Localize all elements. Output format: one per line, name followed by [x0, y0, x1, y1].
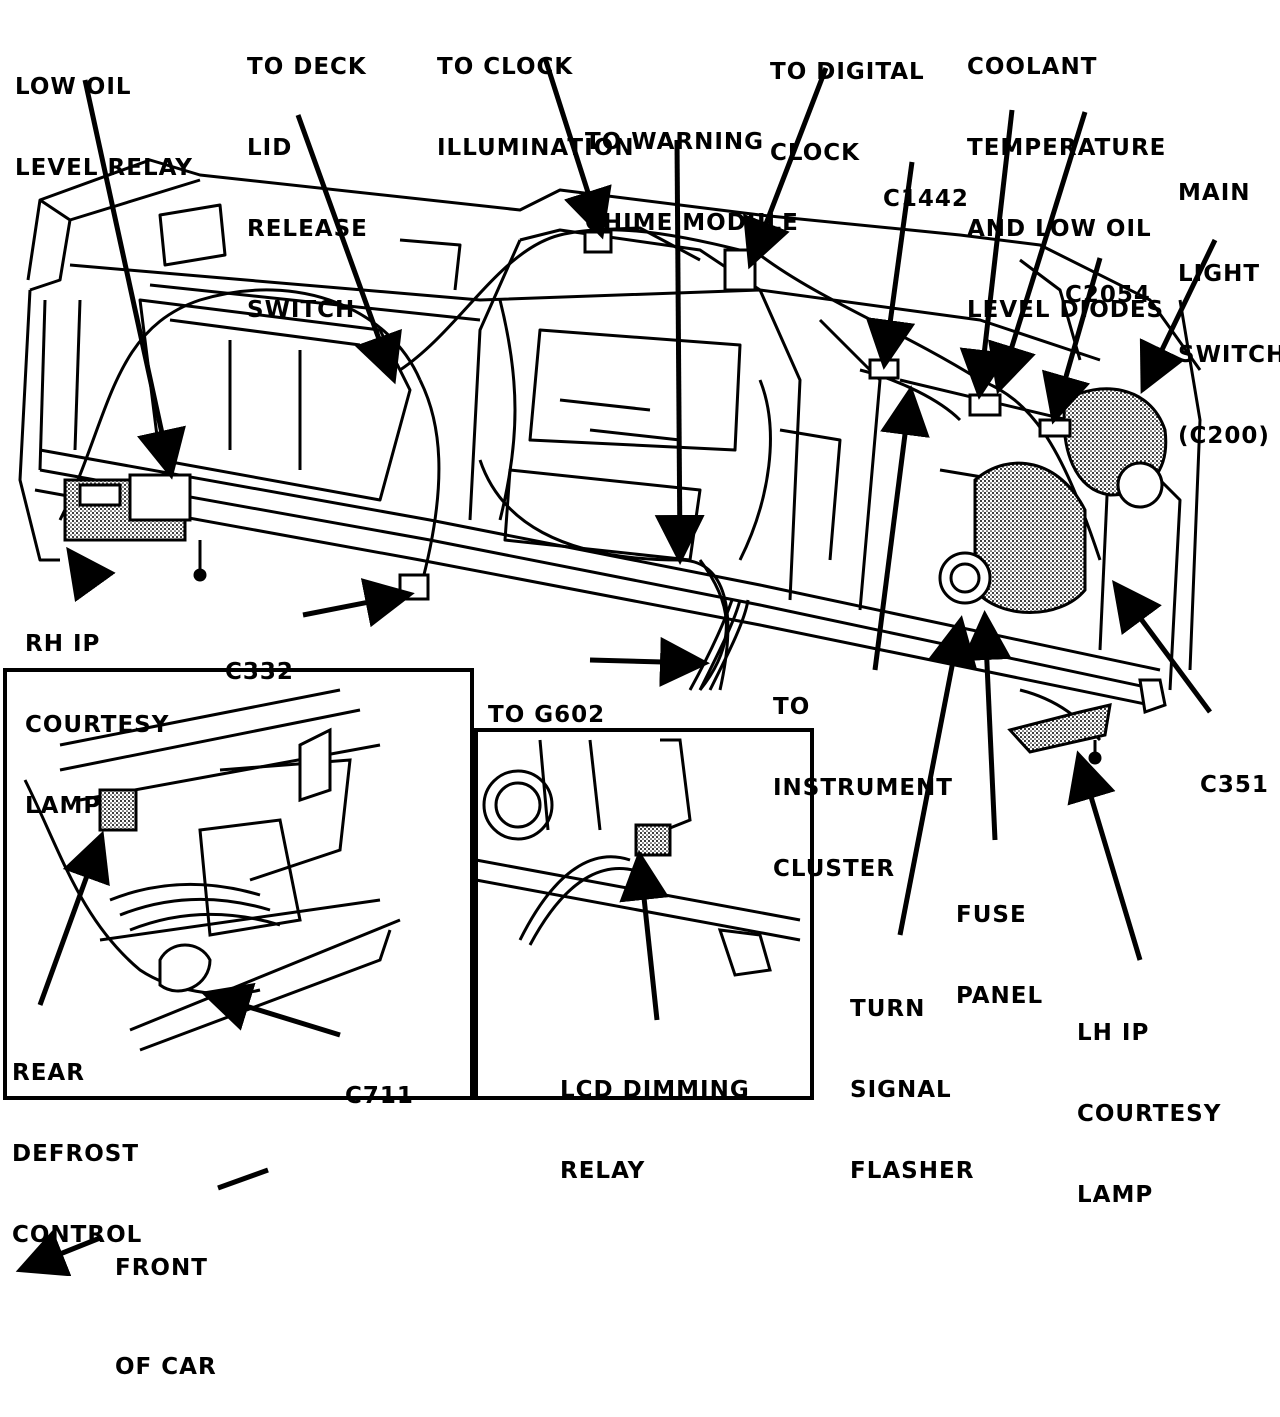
- label-rh-ip-courtesy-lamp: RH IP COURTESY LAMP: [25, 631, 170, 819]
- label-main-light-switch: MAIN LIGHT SWITCH (C200): [1178, 180, 1280, 449]
- label-rear-defrost-control: REAR DEFROST CONTROL: [12, 1060, 143, 1248]
- wiring-diagram: LOW OIL LEVEL RELAY TO DECK LID RELEASE …: [3, 54, 1280, 1380]
- label-to-instrument-cluster: TO INSTRUMENT CLUSTER: [773, 694, 953, 882]
- label-c351: C351: [1200, 772, 1269, 798]
- label-to-clock-illumination: TO CLOCK ILLUMINATION: [437, 54, 635, 161]
- label-c2054: C2054: [1065, 282, 1151, 308]
- label-lcd-dimming-relay: LCD DIMMING RELAY: [560, 1077, 750, 1184]
- label-low-oil-level-relay: LOW OIL LEVEL RELAY: [15, 74, 193, 181]
- label-to-warning-chime-module: TO WARNING CHIME MODULE: [585, 129, 799, 236]
- label-lh-ip-courtesy-lamp: LH IP COURTESY LAMP: [1077, 1020, 1222, 1208]
- label-coolant-temperature-diodes: COOLANT TEMPERATURE AND LOW OIL LEVEL DI…: [967, 54, 1167, 323]
- low-oil-relay-part: [128, 473, 192, 522]
- callout-arrows: [66, 57, 1218, 961]
- label-fuse-panel: FUSE PANEL: [956, 902, 1044, 1009]
- label-c1442: C1442: [883, 186, 969, 212]
- instrument-panel-drawing: [3, 57, 1218, 1276]
- label-c711: C711: [345, 1083, 414, 1109]
- label-c332: C332: [225, 659, 294, 685]
- label-front-of-car: FRONT OF CAR: [115, 1255, 217, 1380]
- label-to-deck-lid-release-switch: TO DECK LID RELEASE SWITCH: [247, 54, 368, 323]
- inset-rear-defrost: [3, 668, 474, 1100]
- label-to-g602: TO G602: [488, 702, 606, 728]
- label-to-digital-clock: TO DIGITAL CLOCK: [770, 59, 925, 166]
- label-turn-signal-flasher: TURN SIGNAL FLASHER: [850, 996, 975, 1184]
- front-of-car-arrow: [15, 1167, 269, 1276]
- inset-lcd-dimming: [474, 728, 814, 1100]
- fuse-panel-part: [938, 461, 1087, 614]
- main-light-switch-part: [1062, 387, 1168, 509]
